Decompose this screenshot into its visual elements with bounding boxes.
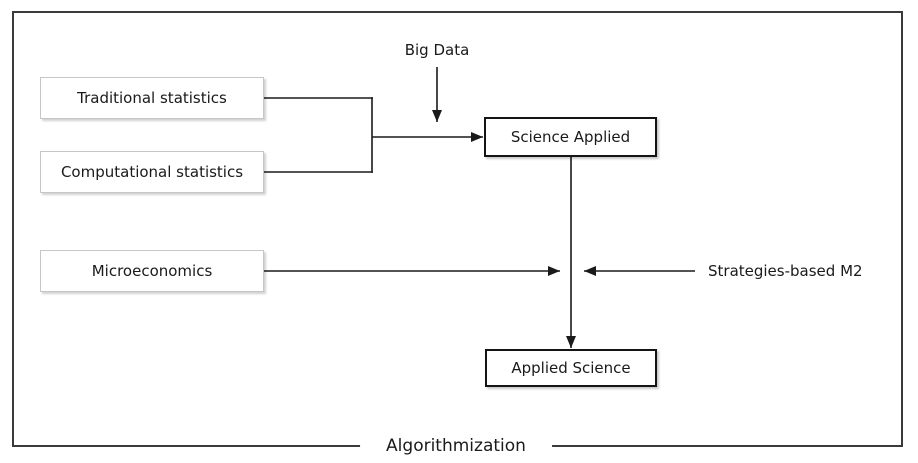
node-traditional-statistics: Traditional statistics — [40, 77, 264, 119]
annotation-big-data: Big Data — [404, 41, 470, 59]
node-microeconomics: Microeconomics — [40, 250, 264, 292]
node-science-applied: Science Applied — [484, 117, 657, 157]
node-traditional-statistics-label: Traditional statistics — [77, 88, 227, 107]
diagram-caption: Algorithmization — [360, 434, 552, 458]
node-science-applied-label: Science Applied — [510, 127, 631, 146]
annotation-strategies-based-m2: Strategies-based M2 — [708, 262, 863, 280]
node-computational-statistics-label: Computational statistics — [60, 162, 244, 181]
node-computational-statistics: Computational statistics — [40, 151, 264, 193]
node-applied-science: Applied Science — [485, 349, 657, 387]
node-applied-science-label: Applied Science — [511, 358, 631, 377]
node-microeconomics-label: Microeconomics — [91, 261, 213, 280]
